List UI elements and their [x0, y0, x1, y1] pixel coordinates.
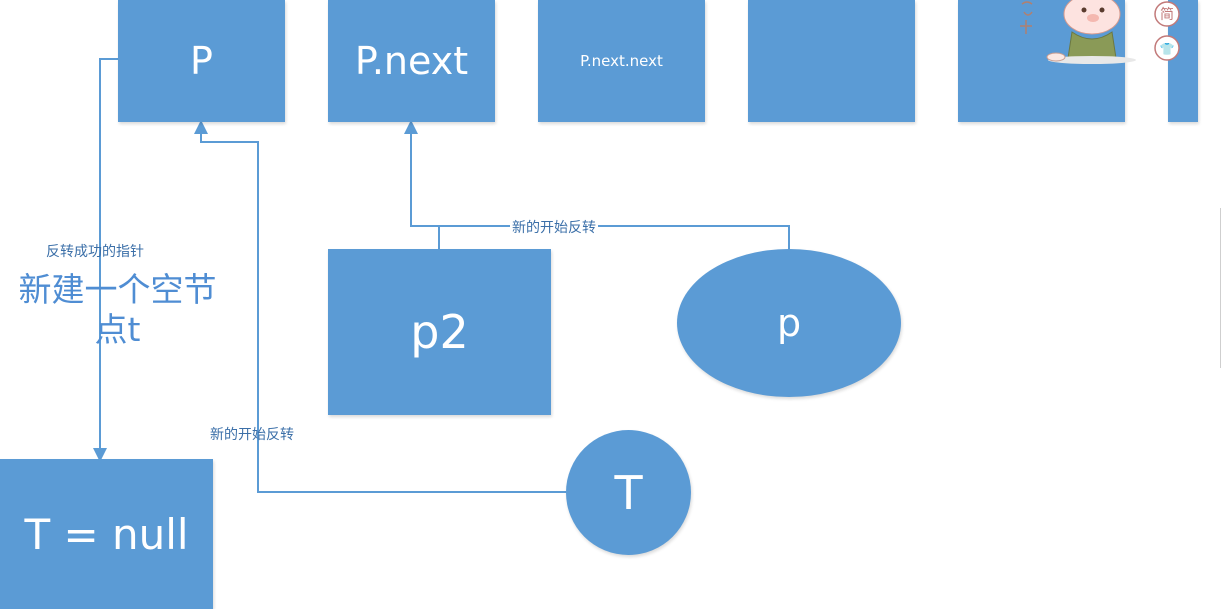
node-p-label: P [190, 39, 213, 83]
badge-2-icon: 👕 [1160, 42, 1175, 56]
node-p2: p2 [328, 249, 551, 415]
label-new-empty-node: 新建一个空节点t [18, 270, 217, 349]
node-p-ellipse: p [677, 249, 901, 397]
node-p-next-label: P.next [354, 39, 469, 83]
node-t-circle: T [566, 430, 691, 555]
window-edge-divider [1220, 208, 1226, 368]
node-t-circle-label: T [614, 465, 643, 520]
node-t-null-label: T = null [24, 509, 189, 559]
label-new-start-reverse-bottom: 新的开始反转 [210, 427, 294, 443]
node-p: P [118, 0, 285, 122]
node-p-next-next-label: P.next.next [580, 52, 663, 70]
connector-p-ellipse-to-junction [439, 225, 790, 249]
connector-p-to-tnull [93, 58, 118, 462]
node-p-next: P.next [328, 0, 495, 122]
decorative-sticker: 简 👕 [1010, 0, 1188, 72]
node-blank-1 [748, 0, 915, 122]
label-reverse-success-pointer: 反转成功的指针 [46, 244, 144, 260]
connector-p2-to-pnext [404, 120, 440, 249]
connector-T-to-p [194, 120, 566, 493]
node-p2-label: p2 [410, 305, 469, 359]
badge-1-text: 简 [1160, 6, 1174, 23]
node-p-next-next: P.next.next [538, 0, 705, 122]
pig-mascot-icon: 简 👕 [1020, 0, 1180, 64]
node-t-null: T = null [0, 459, 213, 609]
label-new-start-reverse-top: 新的开始反转 [510, 217, 598, 237]
node-p-ellipse-label: p [776, 301, 802, 345]
